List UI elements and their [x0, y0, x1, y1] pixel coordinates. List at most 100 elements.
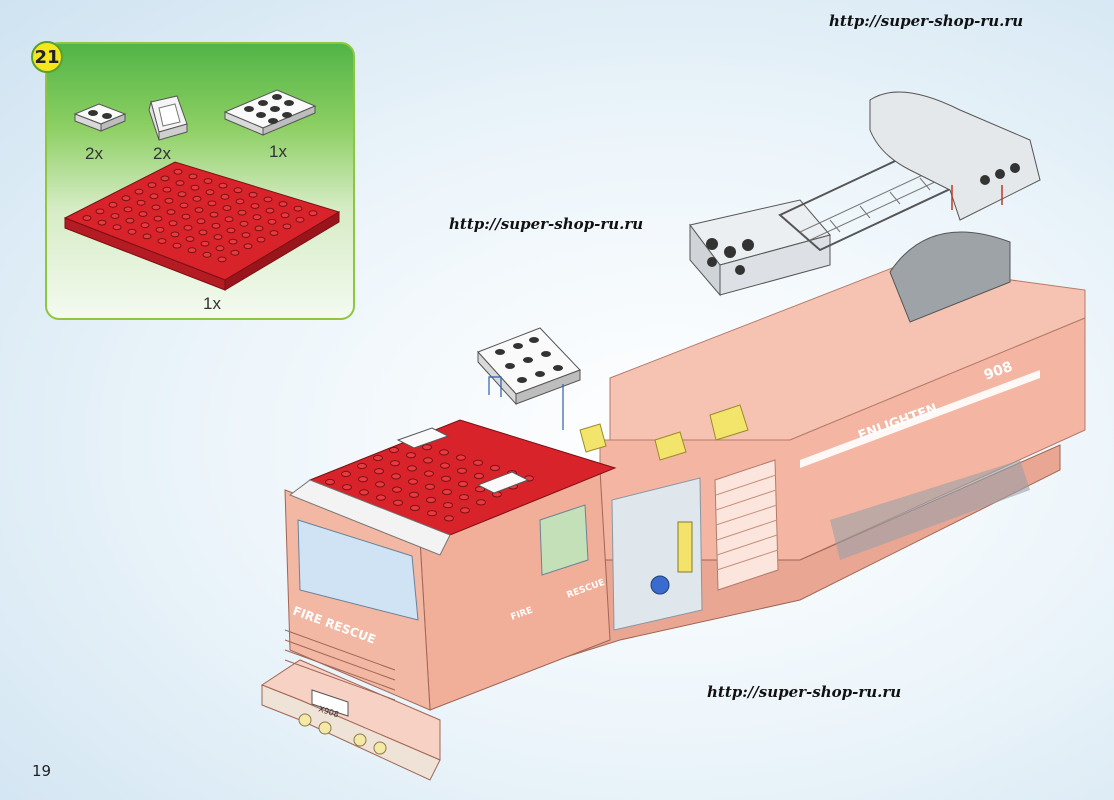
- stud: [282, 223, 292, 230]
- stud: [218, 182, 228, 189]
- stud: [110, 213, 120, 219]
- stud: [125, 217, 135, 224]
- stud: [183, 224, 193, 231]
- stud: [213, 234, 223, 240]
- stud: [456, 454, 466, 461]
- stud: [172, 242, 182, 249]
- stud: [222, 205, 232, 211]
- stud: [375, 481, 385, 488]
- stud: [474, 472, 484, 480]
- stud: [409, 491, 419, 498]
- stud: [460, 507, 470, 514]
- watermark-url: http://super-shop-ru.ru: [449, 215, 644, 233]
- watermark-url: http://super-shop-ru.ru: [707, 683, 902, 701]
- stud: [342, 484, 352, 491]
- stud: [166, 209, 176, 215]
- stud: [220, 193, 230, 200]
- stud: [228, 238, 238, 245]
- stud: [157, 238, 167, 244]
- stud: [373, 454, 383, 462]
- stud: [239, 220, 249, 227]
- stud: [410, 504, 420, 512]
- stud: [459, 494, 469, 501]
- stud: [108, 201, 118, 208]
- stud: [423, 457, 433, 464]
- stud: [325, 478, 335, 486]
- stud: [160, 175, 170, 182]
- stud: [205, 189, 215, 196]
- stud: [341, 470, 351, 478]
- part-qty: 2x: [153, 144, 171, 163]
- stud: [226, 227, 236, 234]
- stud: [390, 460, 400, 467]
- stud: [267, 218, 277, 225]
- stud: [406, 452, 416, 459]
- watermark-url: http://super-shop-ru.ru: [829, 12, 1024, 30]
- stud: [233, 187, 243, 194]
- stud: [256, 236, 266, 243]
- stud: [424, 470, 434, 477]
- stud: [198, 229, 208, 236]
- stud: [136, 199, 146, 206]
- stud: [422, 444, 432, 451]
- stud: [168, 220, 178, 227]
- stud: [308, 210, 318, 217]
- stud: [358, 476, 368, 483]
- stud: [170, 231, 180, 238]
- stud: [235, 198, 245, 205]
- stud: [376, 494, 386, 501]
- stud: [82, 215, 92, 221]
- baseplate-studs: [82, 168, 318, 263]
- stud: [252, 214, 262, 221]
- stud: [263, 196, 273, 203]
- parts-illustration: [63, 89, 341, 291]
- stud: [202, 251, 212, 258]
- stud: [490, 464, 500, 472]
- stud: [153, 215, 163, 222]
- stud: [173, 168, 183, 175]
- part-qty: 1x: [269, 142, 287, 161]
- stud: [248, 191, 258, 198]
- stud: [224, 216, 234, 223]
- stud: [97, 219, 107, 226]
- stud: [217, 256, 227, 263]
- stud: [187, 247, 197, 254]
- stud: [241, 232, 251, 238]
- part-qty: 1x: [203, 294, 221, 313]
- roof-studs: [325, 438, 534, 522]
- stud: [188, 173, 198, 180]
- stud: [441, 475, 451, 482]
- stud: [439, 449, 449, 456]
- stud: [393, 499, 403, 506]
- stud: [473, 459, 483, 466]
- fire-truck-model: X908 FIRE RESCUE FIRE RESCUE ENLIGHTEN 9…: [260, 231, 1086, 781]
- stud: [155, 226, 165, 233]
- stud: [280, 212, 290, 219]
- ladder-assembly: [689, 91, 1041, 297]
- stud: [181, 213, 191, 220]
- stud: [190, 184, 200, 191]
- stud: [265, 207, 275, 214]
- stud: [392, 486, 402, 493]
- stud: [121, 195, 131, 202]
- floating-white-plate-2x4: [477, 327, 581, 406]
- stud: [127, 228, 137, 235]
- stud: [391, 473, 401, 480]
- stud: [458, 480, 468, 488]
- stud: [194, 207, 204, 213]
- stud: [140, 222, 150, 229]
- stud: [407, 465, 417, 472]
- parts-panel: 2x 2x 1x 1x: [45, 42, 355, 320]
- stud: [203, 178, 213, 184]
- white-slope-brick: [148, 95, 188, 141]
- page-number: 19: [32, 762, 52, 780]
- stud: [162, 186, 172, 193]
- stud: [112, 224, 122, 231]
- red-baseplate: [63, 161, 341, 291]
- white-plate-2x4: [223, 89, 317, 136]
- stud: [440, 462, 450, 469]
- stud: [237, 209, 247, 216]
- stud: [142, 233, 152, 240]
- stud: [443, 502, 453, 509]
